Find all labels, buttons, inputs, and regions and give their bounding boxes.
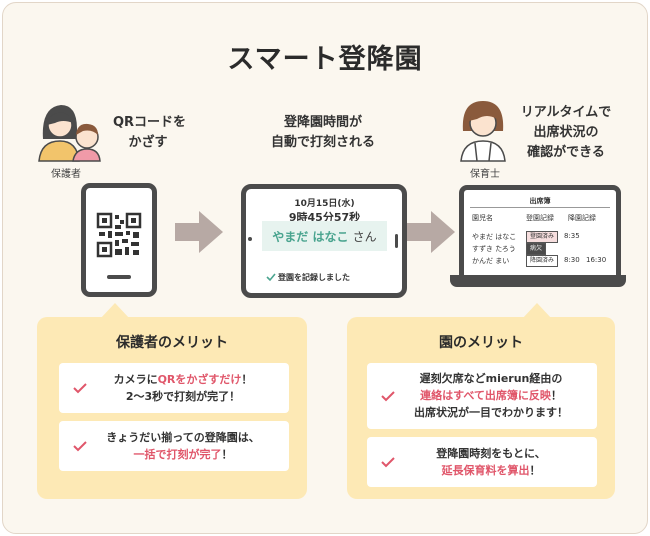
attendance-title: 出席簿 [529, 197, 551, 205]
checkin-date: 10月15日(水) [294, 199, 355, 209]
check-icon [73, 383, 87, 394]
merit-text: 登降園時刻をもとに、 [436, 447, 546, 460]
merit-highlight: QRをかざすだけ [157, 373, 242, 386]
merit-card: 遅刻欠席などmierun経由の 連絡はすべて出席簿に反映！ 出席状況が一目でわか… [367, 363, 597, 429]
col-header-out: 降園記録 [568, 214, 596, 222]
callout-pointer [100, 303, 130, 319]
status-badge: 登園済み [526, 231, 559, 243]
guardian-merit-box: 保護者のメリット カメラにQRをかざすだけ！ 2〜3秒で打刻が完了！ きょうだい… [37, 317, 307, 499]
col-header-in: 登園記録 [526, 214, 554, 222]
merit-highlight: 連絡はすべて出席簿に反映 [420, 389, 551, 402]
arrow-right-icon [407, 211, 455, 253]
checkin-time-cell: 8:35 [564, 232, 580, 240]
phone-home-bar [107, 275, 131, 279]
guardian-merit-title: 保護者のメリット [116, 335, 228, 351]
phone-qr [81, 183, 157, 297]
child-name: やまだ はなこ [272, 230, 349, 244]
merit-card: きょうだい揃っての登降園は、 一括で打刻が完了！ [59, 421, 289, 471]
arrow-right-icon [175, 211, 223, 253]
merit-text: ！ [221, 448, 233, 461]
tablet-camera [248, 237, 252, 241]
merit-highlight: 一括で打刻が完了 [133, 448, 222, 461]
table-row: やまだ はなこ [472, 233, 517, 241]
laptop-attendance: 出席簿 園児名 登園記録 降園記録 やまだ はなこ 登園済み 8:35 すずき … [459, 185, 621, 280]
laptop-base [450, 275, 626, 287]
step3-caption-line2: 出席状況の [533, 125, 599, 140]
school-merit-title: 園のメリット [439, 335, 523, 351]
table-row: かんだ まい [472, 257, 510, 265]
merit-text: ！ [529, 464, 541, 477]
table-row: すずき たろう [472, 245, 516, 253]
merit-text: ！ [550, 389, 562, 402]
checkin-time-cell: 8:30 [564, 256, 580, 264]
check-icon [381, 457, 395, 468]
check-icon [73, 441, 87, 452]
merit-text: 2〜3秒で打刻が完了！ [125, 390, 241, 403]
step1-caption-line1: QRコードを [113, 115, 187, 130]
status-badge: 病欠 [526, 243, 547, 255]
merit-card: 登降園時刻をもとに、 延長保育料を算出！ [367, 437, 597, 487]
check-icon [381, 391, 395, 402]
merit-text: ！ [241, 373, 253, 386]
honorific: さん [352, 230, 377, 244]
tablet-screen: 10月15日(水) 9時45分57秒 やまだ はなこ さん 登園を記録しました [256, 189, 393, 293]
school-merit-box: 園のメリット 遅刻欠席などmierun経由の 連絡はすべて出席簿に反映！ 出席状… [347, 317, 615, 499]
step1-caption-line2: かざす [128, 135, 168, 150]
checkout-time-cell: 16:30 [586, 256, 607, 264]
step3-caption-line3: 確認ができる [527, 145, 605, 160]
merit-text: 出席状況が一目でわかります！ [414, 406, 568, 419]
child-name-box: やまだ はなこ さん [262, 221, 387, 251]
merit-card: カメラにQRをかざすだけ！ 2〜3秒で打刻が完了！ [59, 363, 289, 413]
merit-highlight: 延長保育料を算出 [441, 464, 530, 477]
col-header-name: 園児名 [472, 214, 493, 222]
status-badge: 降園済み [526, 255, 559, 267]
merit-text: カメラに [113, 373, 158, 386]
tablet-home-button [395, 234, 398, 248]
callout-pointer [522, 303, 552, 319]
checkin-time: 9時45分57秒 [288, 211, 361, 224]
check-icon [266, 273, 276, 282]
step2-caption-line2: 自動で打刻される [270, 135, 375, 150]
step2-caption-line1: 登降園時間が [283, 115, 362, 130]
guardian-label: 保護者 [51, 169, 81, 180]
guardian-child-illustration [38, 105, 101, 162]
merit-text: きょうだい揃っての登降園は、 [106, 431, 260, 444]
qr-code-icon [96, 212, 142, 258]
step3-caption-line1: リアルタイムで [520, 105, 612, 120]
tablet-checkin: 10月15日(水) 9時45分57秒 やまだ はなこ さん 登園を記録しました [241, 184, 407, 298]
teacher-label: 保育士 [470, 169, 500, 180]
merit-text: 遅刻欠席などmierun経由の [419, 372, 563, 385]
teacher-illustration [460, 101, 506, 162]
page-title: スマート登降園 [227, 44, 423, 75]
record-message: 登園を記録しました [278, 273, 350, 282]
